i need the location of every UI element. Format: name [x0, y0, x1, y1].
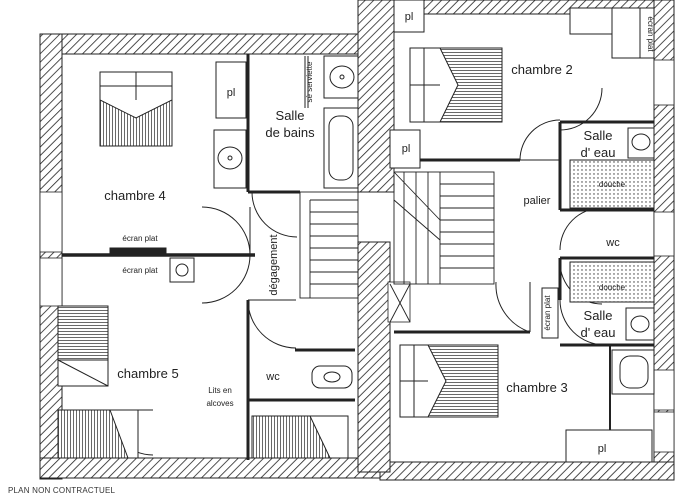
- footer-disclaimer: PLAN NON CONTRACTUEL: [8, 486, 116, 495]
- room-label-chambre-3: chambre 3: [506, 380, 567, 395]
- room-label-chambre-2: chambre 2: [511, 62, 572, 77]
- interior-walls: [62, 54, 654, 460]
- fixture-label-pl-3: pl: [405, 11, 414, 23]
- room-label-wc-left: wc: [265, 371, 280, 383]
- stairs: [299, 171, 495, 323]
- room-label-degagement: dégagement: [268, 234, 280, 295]
- room-label-chambre-5: chambre 5: [117, 366, 178, 381]
- fixture-label-pl-4: pl: [598, 443, 607, 455]
- fixture-label-ecran-plat-1: écran plat: [122, 234, 158, 243]
- room-label-salle-eau-bottom-1: Salle: [584, 308, 613, 323]
- fixture-label-lits-1: Lits en: [208, 386, 232, 395]
- fixture-label-ecran-plat-3: écran plat: [646, 16, 655, 52]
- room-label-salle-eau-top-2: d' eau: [580, 145, 615, 160]
- room-label-palier: palier: [524, 195, 551, 207]
- fixture-label-douche-bottom: douche: [599, 283, 626, 292]
- fixture-label-ecran-plat-4: écran plat: [543, 295, 552, 331]
- fixture-label-douche-top: douche: [599, 180, 626, 189]
- fixture-label-pl-2: pl: [402, 143, 411, 155]
- room-label-salle-eau-top-1: Salle: [584, 128, 613, 143]
- beds: [57, 47, 503, 459]
- room-label-salle-de-bains-1: Salle: [276, 108, 305, 123]
- room-label-salle-de-bains-2: de bains: [265, 125, 315, 140]
- room-label-wc-right: wc: [605, 237, 620, 249]
- fixture-label-seche-serviette: sè serviette: [305, 61, 314, 102]
- room-label-chambre-4: chambre 4: [104, 188, 165, 203]
- fixture-label-ecran-plat-2: écran plat: [122, 266, 158, 275]
- fixture-label-lits-2: alcoves: [206, 399, 233, 408]
- fixture-label-pl-1: pl: [227, 87, 236, 99]
- room-label-salle-eau-bottom-2: d' eau: [580, 325, 615, 340]
- windows: [39, 59, 675, 453]
- fixtures: [109, 0, 655, 463]
